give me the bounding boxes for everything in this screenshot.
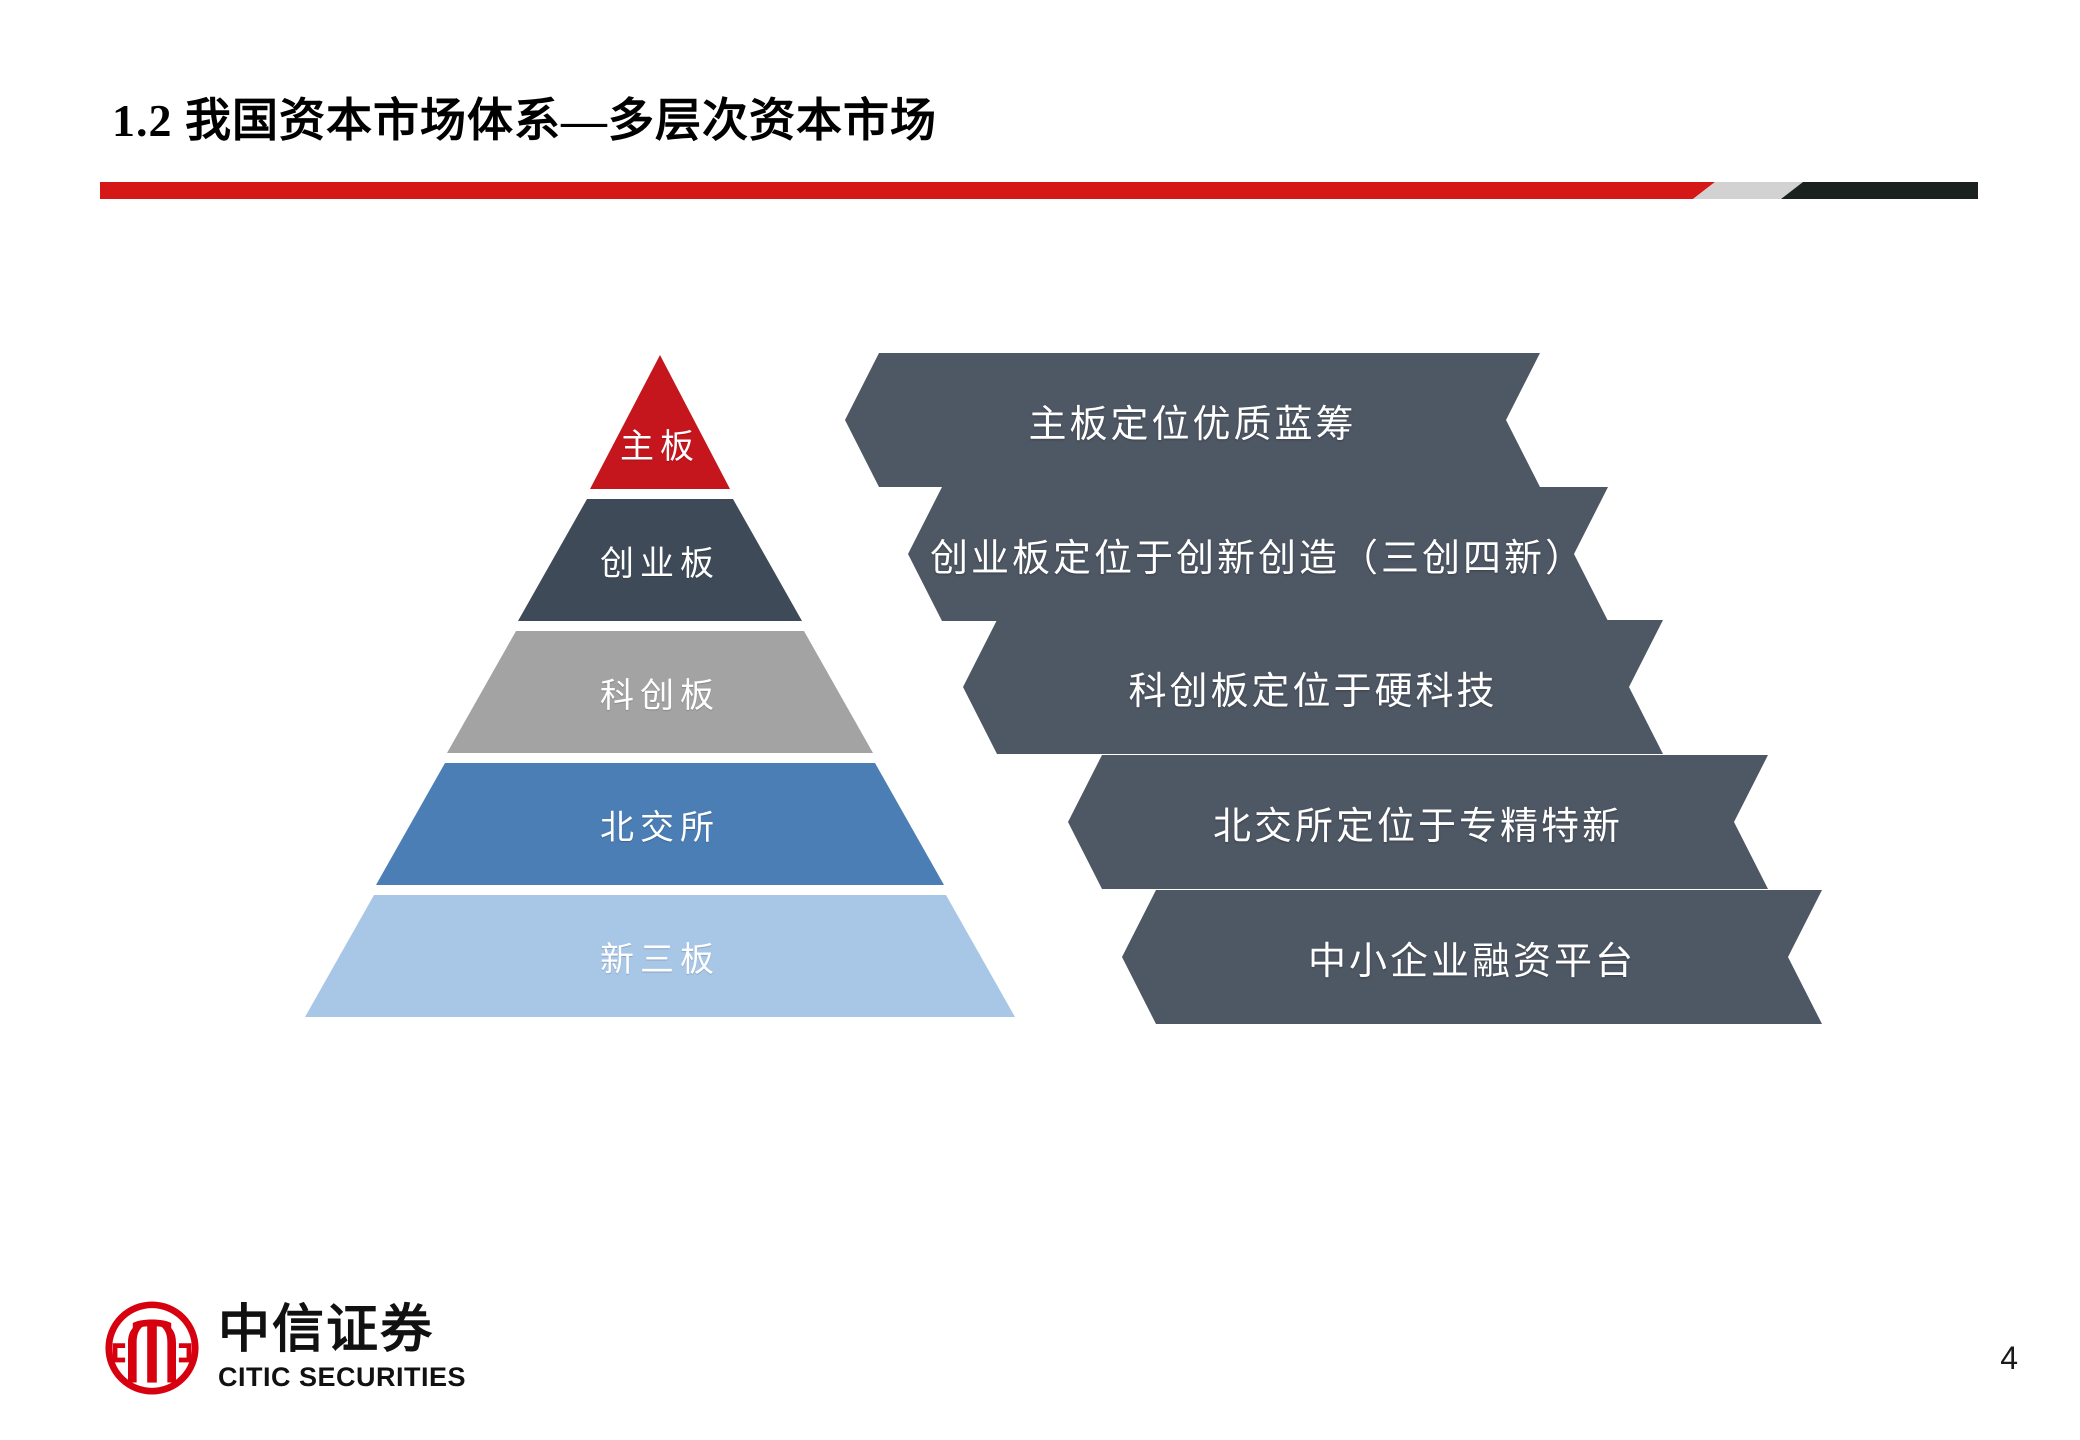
logo-chinese-name: 中信证券 [218, 1302, 435, 1359]
pyramid-level-3-shape [447, 631, 873, 753]
banner-label: 主板定位优质蓝筹 [1028, 403, 1357, 446]
divider-segment-dark [1781, 182, 1978, 199]
banner-chinext[interactable]: 创业板定位于创新创造（三创四新） [908, 487, 1608, 621]
pyramid-level-star-market[interactable]: 科创板 [240, 631, 1080, 753]
pyramid-level-1-shape [590, 355, 730, 489]
page-number: 4 [2000, 1340, 2018, 1376]
banner-label: 创业板定位于创新创造（三创四新） [929, 537, 1586, 580]
logo-english-name: CITIC SECURITIES [218, 1362, 467, 1392]
citic-securities-logo: 中信证券 CITIC SECURITIES [104, 1300, 466, 1396]
banner-neeq[interactable]: 中小企业融资平台 [1122, 890, 1822, 1024]
banner-label: 中小企业融资平台 [1307, 940, 1636, 983]
banner-label: 科创板定位于硬科技 [1128, 670, 1498, 713]
divider-segment-red [100, 182, 1715, 199]
banner-main-board[interactable]: 主板定位优质蓝筹 [845, 353, 1540, 487]
banner-star-market[interactable]: 科创板定位于硬科技 [963, 620, 1663, 754]
logo-wordmark: 中信证券 CITIC SECURITIES [218, 1305, 466, 1391]
banner-bse[interactable]: 北交所定位于专精特新 [1068, 755, 1768, 889]
pyramid-level-2-shape [518, 499, 802, 621]
pyramid-level-bse[interactable]: 北交所 [240, 763, 1080, 885]
pyramid-level-5-shape [305, 895, 1015, 1017]
citic-logo-icon [105, 1301, 199, 1395]
page-title: 1.2 我国资本市场体系—多层次资本市场 [112, 95, 937, 146]
title-divider-bar [100, 182, 1978, 199]
banner-label: 北交所定位于专精特新 [1212, 805, 1623, 848]
pyramid-level-4-shape [376, 763, 944, 885]
pyramid-level-neeq[interactable]: 新三板 [240, 895, 1080, 1017]
divider-segment-gray [1693, 182, 1803, 199]
